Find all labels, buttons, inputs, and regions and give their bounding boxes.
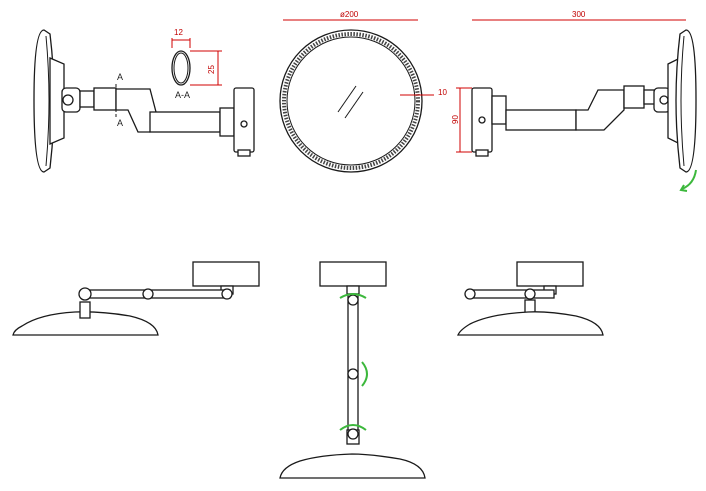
length-dim: 300 [572, 10, 586, 19]
rotate-arrow-icon-3 [339, 424, 367, 431]
top-view-right [457, 261, 604, 336]
rotate-arrow-icon-1 [339, 293, 367, 299]
arm-elbow-left [115, 88, 157, 133]
top-view-folded [279, 261, 426, 479]
arm-long-right [505, 109, 577, 131]
mount-screw-icon [240, 120, 248, 128]
mirror-disc-right [675, 29, 697, 173]
arm-top-left [83, 289, 231, 299]
mirror-glass [286, 36, 416, 166]
front-view: ø200 10 [279, 10, 447, 173]
mount-top-center [319, 261, 387, 287]
mount-height-dim: 90 [451, 115, 460, 124]
mount-screw-icon-right [478, 116, 486, 124]
arm-section-ellipse [171, 50, 191, 86]
tilt-arrow-icon [681, 169, 697, 190]
top-view-left [12, 261, 260, 336]
side-view-left: A A [33, 29, 255, 173]
frame-dim: 10 [438, 88, 447, 97]
section-marker-a-bottom: A [117, 118, 123, 128]
mirror-outer-rim [279, 29, 423, 173]
mirror-top-right [457, 311, 604, 336]
mirror-top-center [279, 453, 426, 479]
diameter-dim: ø200 [340, 10, 359, 19]
section-height-dim: 25 [207, 65, 216, 74]
wall-mount-left [233, 87, 255, 153]
arm-long-left [149, 111, 221, 133]
mount-top-left [192, 261, 260, 287]
section-marker-a-top: A [117, 72, 123, 82]
side-view-right: 300 90 [451, 10, 697, 192]
mirror-back-plate-left [49, 57, 65, 145]
mirror-frame [282, 32, 420, 170]
arm-top-right [467, 289, 555, 299]
arm-vertical [347, 293, 359, 437]
section-detail: 12 25 A-A [171, 28, 222, 100]
arm-elbow-right [575, 89, 625, 131]
rotate-arrow-icon-2 [361, 361, 368, 387]
section-caption: A-A [175, 90, 190, 100]
arm-short-left [79, 90, 95, 108]
mirror-top-left [12, 311, 159, 336]
mount-top-right [516, 261, 584, 287]
section-width-dim: 12 [174, 28, 183, 37]
